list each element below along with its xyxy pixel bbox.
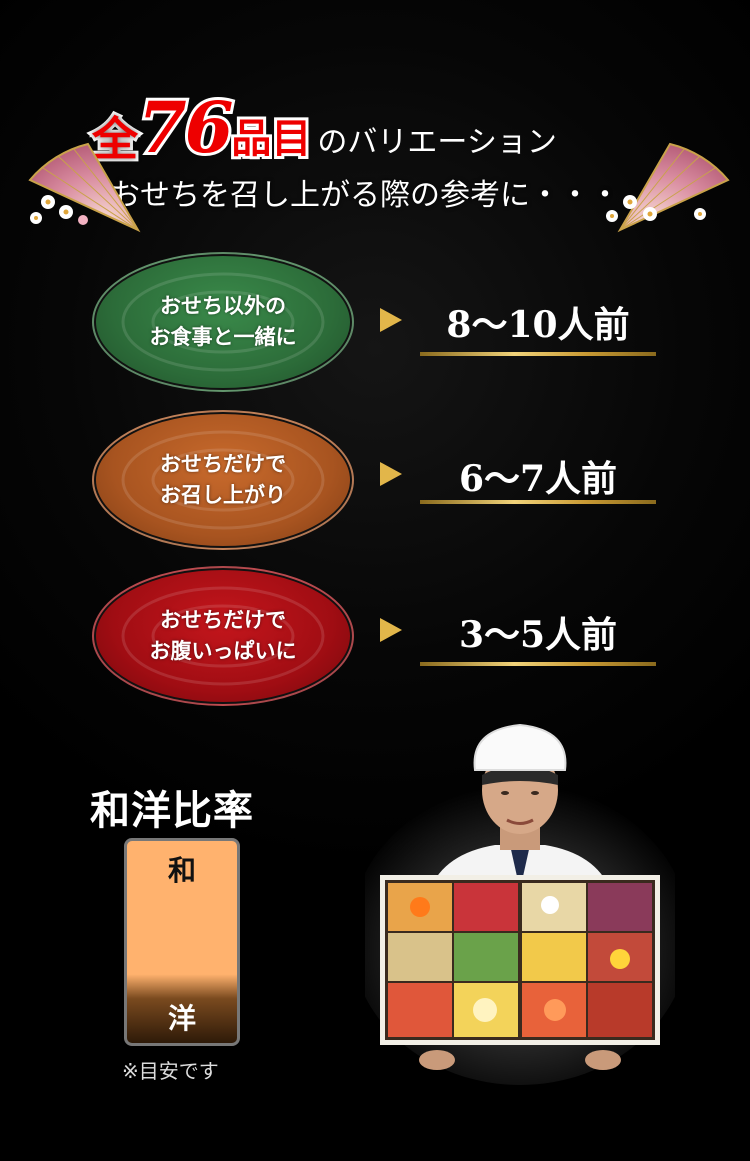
- option-line1: おせちだけで: [160, 452, 286, 476]
- fan-icon: [28, 142, 141, 233]
- option-line1: おせち以外の: [160, 294, 286, 318]
- main-title: 全76品目のバリエーション: [89, 83, 557, 172]
- arrow-icon: [380, 462, 402, 486]
- option-oval: おせちだけで お腹いっぱいに: [92, 566, 354, 706]
- ratio-wa-label: 和: [167, 854, 196, 887]
- option-oval: おせちだけで お召し上がり: [92, 410, 354, 550]
- gold-underline: [420, 352, 656, 356]
- ratio-yo-label: 洋: [167, 1002, 196, 1035]
- option-line2: お腹いっぱいに: [149, 639, 297, 663]
- option-text: おせち以外の お食事と一緒に: [94, 254, 352, 390]
- title-variation: のバリエーション: [317, 125, 557, 160]
- option-text: おせちだけで お腹いっぱいに: [94, 568, 352, 704]
- gold-underline: [420, 662, 656, 666]
- arrow-icon: [380, 308, 402, 332]
- option-row: おせちだけで お腹いっぱいに 3〜5人前: [0, 566, 750, 716]
- serving-size: 6〜7人前: [458, 458, 618, 500]
- ratio-note: ※目安です: [122, 1059, 219, 1083]
- option-oval: おせち以外の お食事と一緒に: [92, 252, 354, 392]
- chef-photo: [365, 723, 675, 1085]
- option-line1: おせちだけで: [160, 608, 286, 632]
- ratio-title: 和洋比率: [90, 787, 254, 834]
- option-line2: お召し上がり: [160, 483, 286, 507]
- option-row: おせち以外の お食事と一緒に 8〜10人前: [0, 252, 750, 402]
- option-row: おせちだけで お召し上がり 6〜7人前: [0, 410, 750, 560]
- title-count: 76: [135, 83, 236, 172]
- title-block: 全76品目のバリエーション おせちを召し上がる際の参考に・・・: [0, 78, 750, 228]
- gold-underline: [420, 500, 656, 504]
- leaf-pattern-icon: [121, 272, 325, 372]
- subtitle: おせちを召し上がる際の参考に・・・: [110, 178, 620, 213]
- ratio-bar: 和 洋: [124, 838, 240, 1046]
- serving-size: 8〜10人前: [446, 304, 630, 346]
- serving-size: 3〜5人前: [458, 614, 618, 656]
- title-hinmoku: 品目: [228, 112, 314, 165]
- fan-icon: [606, 142, 730, 233]
- leaf-pattern-icon: [121, 430, 325, 530]
- option-text: おせちだけで お召し上がり: [94, 412, 352, 548]
- option-line2: お食事と一緒に: [149, 325, 297, 349]
- arrow-icon: [380, 618, 402, 642]
- leaf-pattern-icon: [121, 586, 325, 686]
